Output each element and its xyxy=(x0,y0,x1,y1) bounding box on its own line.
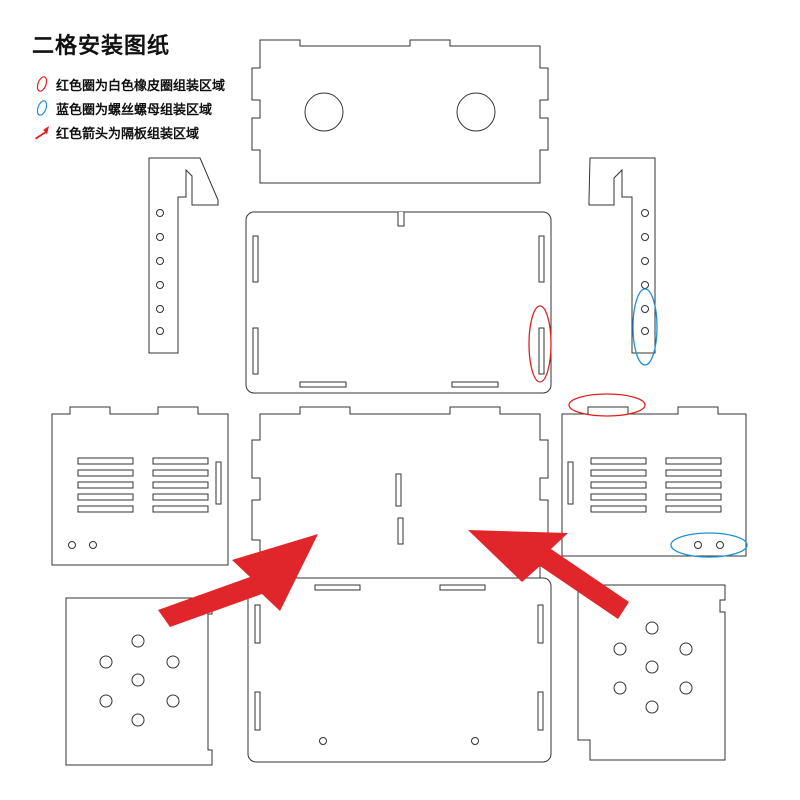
right-side-panel xyxy=(561,406,747,557)
legend-label: 红色箭头为隔板组装区域 xyxy=(56,126,200,142)
left-vent xyxy=(77,457,209,513)
legend-item-red-arrow: 红色箭头为隔板组装区域 xyxy=(34,120,225,144)
blue-circle-mark-right-panel xyxy=(670,532,748,558)
top-panel-hole-right xyxy=(456,92,496,132)
red-arrow-left xyxy=(158,534,318,627)
left-hook-arm xyxy=(148,157,219,354)
red-ellipse-icon xyxy=(36,76,48,92)
legend-label: 蓝色圈为螺丝螺母组装区域 xyxy=(56,102,213,118)
blue-ellipse-icon xyxy=(36,100,48,116)
top-panel-hole-left xyxy=(304,92,344,132)
right-divider-plate xyxy=(577,584,726,761)
red-arrow-icon xyxy=(35,126,49,140)
left-divider-plate xyxy=(65,597,213,766)
legend-label: 红色圈为白色橡皮圈组装区域 xyxy=(56,78,226,94)
legend-item-blue-circle: 蓝色圈为螺丝螺母组装区域 xyxy=(34,96,225,120)
red-circle-mark-right-panel xyxy=(568,393,646,417)
legend-item-red-circle: 红色圈为白色橡皮圈组装区域 xyxy=(34,72,225,96)
left-side-panel xyxy=(51,406,229,566)
center-panel xyxy=(251,406,549,581)
bottom-board xyxy=(247,577,552,763)
right-vent xyxy=(590,457,722,513)
blue-circle-mark-right-arm xyxy=(632,288,658,366)
page-title: 二格安装图纸 xyxy=(32,34,171,59)
red-circle-mark-upper-board xyxy=(528,305,552,383)
upper-board xyxy=(245,211,552,394)
top-panel xyxy=(251,39,549,184)
legend: 红色圈为白色橡皮圈组装区域 蓝色圈为螺丝螺母组装区域 红色箭头为隔板组装区域 xyxy=(34,72,225,144)
red-arrow-right xyxy=(468,530,629,619)
right-hook-arm xyxy=(588,157,656,354)
